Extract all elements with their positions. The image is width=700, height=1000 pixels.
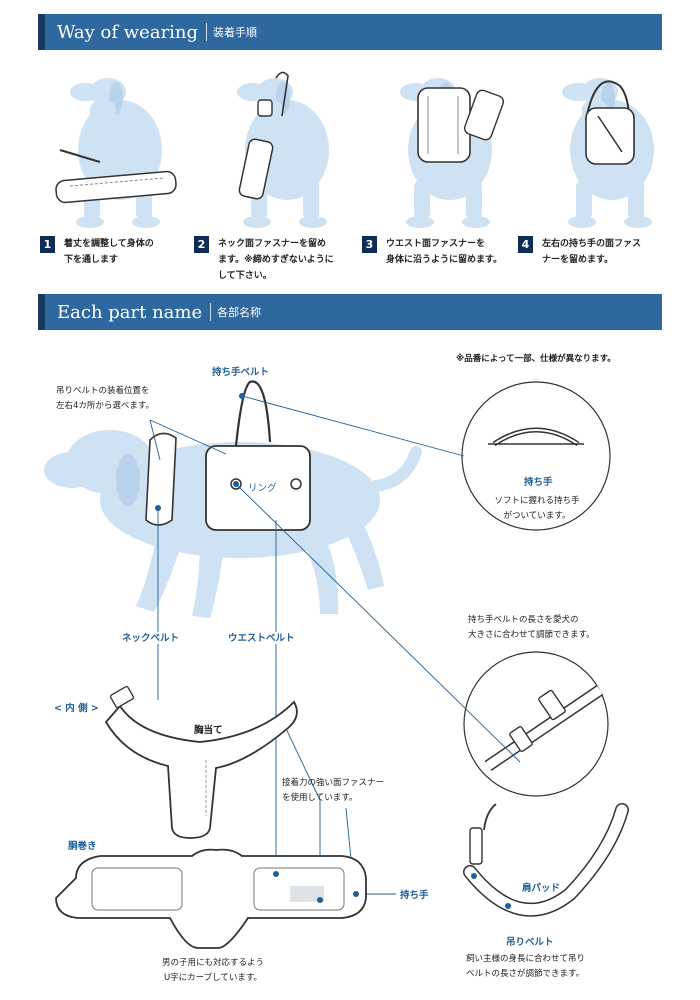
step-text: 左右の持ち手の面ファス ナーを留めます。	[542, 239, 642, 265]
label-hanging-belt: 吊りベルト	[506, 937, 554, 948]
title-divider	[210, 303, 212, 321]
step4-illustration	[562, 78, 654, 228]
chest-pad-illustration	[104, 685, 298, 839]
step-text: ネック面ファスナーを留め ます。※締めすぎないように して下さい。	[218, 239, 334, 281]
note-handle-belt-desc: 持ち手ベルトの長さを愛犬の 大きさに合わせて調節できます。	[468, 615, 595, 640]
note-fastener: 接着力の強い面ファスナー を使用しています。	[282, 778, 385, 803]
buckle-detail-circle	[463, 651, 609, 797]
note-hanging-position: 吊りベルトの装着位置を 左右4カ所から選べます。	[56, 386, 155, 411]
section-banner-wearing: Way of wearing 装着手順	[38, 14, 662, 50]
label-neck-belt: ネックベルト	[122, 633, 180, 644]
step-number: 4	[518, 236, 533, 253]
leader-lines	[149, 395, 521, 900]
label-shoulder-pad: 肩パッド	[522, 883, 561, 894]
note-handle-desc: ソフトに握れる持ち手 がついています。	[494, 496, 580, 521]
handle-detail-circle	[461, 381, 611, 531]
body-wrap-illustration	[55, 848, 367, 949]
step1-illustration	[55, 78, 177, 228]
variation-note: ※品番によって一部、仕様が異なります。	[456, 354, 616, 364]
step-4: 4 左右の持ち手の面ファス ナーを留めます。	[518, 236, 641, 268]
section-title-ja: 各部名称	[217, 306, 262, 319]
label-ring: リング	[248, 483, 277, 494]
step-number: 3	[362, 236, 377, 253]
label-body-wrap: 胴巻き	[68, 841, 97, 852]
step3-illustration	[400, 78, 505, 228]
label-handle-title: 持ち手	[524, 477, 553, 488]
step-text: 着丈を調整して身体の 下を通します	[64, 239, 154, 265]
label-handle-belt: 持ち手ベルト	[212, 367, 270, 378]
step-text: ウエスト面ファスナーを 身体に沿うように留めます。	[386, 239, 503, 265]
step-2: 2 ネック面ファスナーを留め ます。※締めすぎないように して下さい。	[194, 236, 334, 284]
label-inner-side: < 内 側 >	[54, 703, 99, 714]
hanging-belt-illustration	[463, 803, 629, 917]
label-chest-pad: 胸当て	[194, 725, 223, 736]
step-1: 1 着丈を調整して身体の 下を通します	[40, 236, 154, 268]
section-title-en: Way of wearing	[57, 21, 199, 43]
note-u-curve: 男の子用にも対応するよう U字にカーブしています。	[161, 958, 264, 983]
step2-illustration	[237, 71, 329, 228]
label-waist-belt: ウエストベルト	[228, 633, 295, 644]
note-hanging-belt-desc: 飼い主様の身長に合わせて吊り ベルトの長さが調節できます。	[466, 954, 586, 979]
title-divider	[206, 23, 208, 41]
section-title-en: Each part name	[57, 301, 203, 323]
dog-with-harness	[44, 380, 422, 618]
section-banner-parts: Each part name 各部名称	[38, 294, 662, 330]
step-number: 2	[194, 236, 209, 253]
label-handle: 持ち手	[400, 890, 429, 901]
step-number: 1	[40, 236, 55, 253]
step-3: 3 ウエスト面ファスナーを 身体に沿うように留めます。	[362, 236, 502, 268]
section-title-ja: 装着手順	[213, 26, 258, 39]
